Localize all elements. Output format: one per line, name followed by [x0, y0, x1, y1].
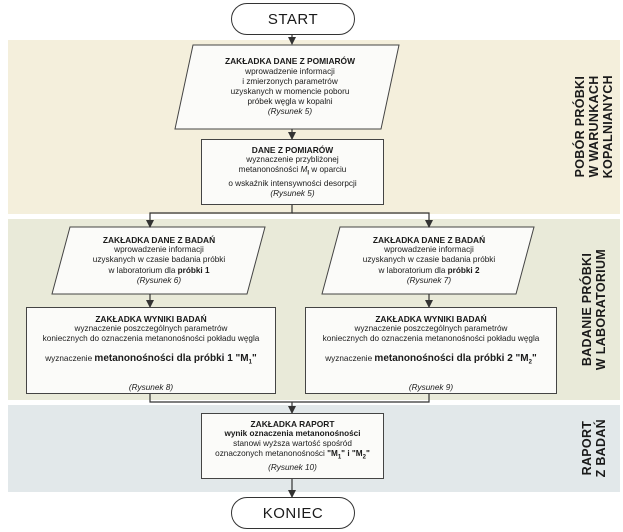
input-lab-2-line: w laboratorium dla próbki 2 [378, 265, 480, 275]
process-measurements-line: o wskaźnik intensywności desorpcji [228, 178, 357, 188]
input-lab-1: ZAKŁADKA DANE Z BADAŃ wprowadzenie infor… [64, 229, 254, 292]
input-measurements-line: i zmierzonych parametrów [242, 76, 338, 86]
results-2-line: wyznaczenie metanonośności dla próbki 2 … [325, 352, 537, 366]
results-1: ZAKŁADKA WYNIKI BADAŃ wyznaczenie poszcz… [26, 307, 276, 394]
report-title: ZAKŁADKA RAPORT [250, 418, 335, 429]
input-lab-1-line: uzyskanych w czasie badania próbki [92, 255, 226, 265]
input-lab-1-line: wprowadzenie informacji [114, 245, 204, 255]
end-terminal: KONIEC [231, 497, 355, 529]
input-lab-1-ref: (Rysunek 6) [136, 275, 182, 285]
start-terminal: START [231, 3, 355, 35]
results-2: ZAKŁADKA WYNIKI BADAŃ wyznaczenie poszcz… [305, 307, 557, 394]
results-1-line: wyznaczenie poszczególnych parametrów [74, 324, 228, 334]
results-1-line: koniecznych do oznaczenia metanonośności… [42, 334, 260, 344]
process-measurements-title: DANE Z POMIARÓW [251, 144, 334, 155]
input-measurements-title: ZAKŁADKA DANE Z POMIARÓW [225, 56, 355, 67]
results-2-ref: (Rysunek 9) [408, 383, 454, 393]
input-measurements-line: wprowadzenie informacji [245, 66, 335, 76]
input-measurements-ref: (Rysunek 5) [267, 107, 313, 117]
results-2-title: ZAKŁADKA WYNIKI BADAŃ [375, 314, 487, 324]
process-measurements-line: metanonośności MI w oparciu [238, 165, 347, 177]
edge-process-split [146, 205, 293, 228]
input-lab-2-line: wprowadzenie informacji [384, 245, 474, 255]
report-node: ZAKŁADKA RAPORT wynik oznaczenia metanon… [201, 413, 384, 479]
input-lab-2-shape [321, 226, 535, 295]
results-1-line: wyznaczenie metanonośności dla próbki 1 … [45, 352, 257, 366]
report-line: stanowi wyższa wartość spośród [233, 439, 352, 449]
input-measurements: ZAKŁADKA DANE Z POMIARÓW wprowadzenie in… [195, 48, 385, 126]
edge-process-split-right [292, 212, 433, 228]
input-measurements-shape [174, 44, 400, 130]
report-ref: (Rysunek 10) [268, 463, 317, 473]
process-measurements: DANE Z POMIARÓW wyznaczenie przybliżonej… [201, 139, 384, 205]
results-1-title: ZAKŁADKA WYNIKI BADAŃ [95, 314, 207, 324]
input-measurements-line: próbek węgla w kopalni [247, 97, 333, 107]
report-line: wynik oznaczenia metanonośności [224, 428, 361, 438]
input-lab-2: ZAKŁADKA DANE Z BADAŃ wprowadzenie infor… [334, 229, 524, 292]
report-line: oznaczonych metanonośności "M1" i "M2" [215, 449, 370, 461]
results-2-line: koniecznych do oznaczenia metanonośności… [322, 334, 540, 344]
input-lab-1-shape [51, 226, 266, 295]
input-lab-1-line: w laboratorium dla próbki 1 [108, 265, 210, 275]
input-lab-2-title: ZAKŁADKA DANE Z BADAŃ [372, 234, 486, 245]
process-measurements-line: wyznaczenie przybliżonej [246, 154, 339, 164]
results-2-line: wyznaczenie poszczególnych parametrów [354, 324, 508, 334]
results-1-ref: (Rysunek 8) [128, 383, 174, 393]
edge-results-merge [149, 394, 430, 403]
input-lab-2-ref: (Rysunek 7) [406, 275, 452, 285]
input-lab-1-title: ZAKŁADKA DANE Z BADAŃ [102, 234, 216, 245]
process-measurements-ref: (Rysunek 5) [270, 189, 315, 199]
input-lab-2-line: uzyskanych w czasie badania próbki [362, 255, 496, 265]
input-measurements-line: uzyskanych w momencie poboru [230, 87, 350, 96]
